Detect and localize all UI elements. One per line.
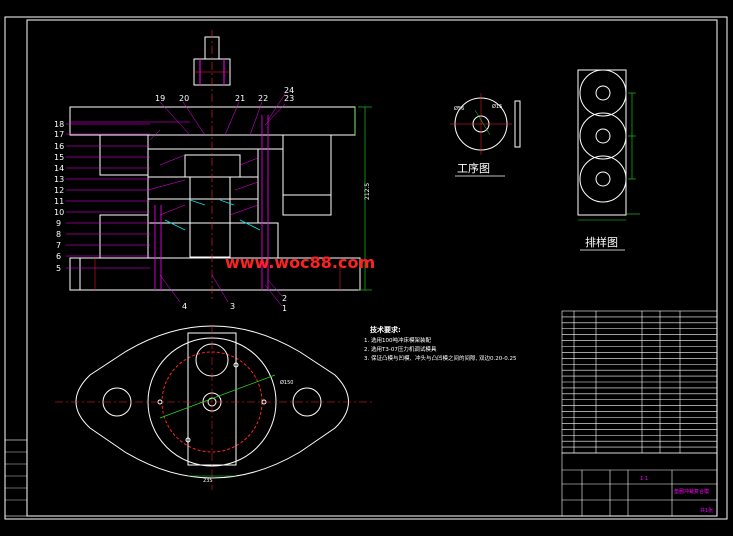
part-no: 1 [282,304,287,313]
part-no: 17 [54,130,64,139]
part-no: 3 [230,302,235,311]
part-no: 11 [54,197,64,206]
title-sheet: 共1张 [700,507,713,514]
plan-view [55,325,372,490]
section-view [66,30,372,307]
part-no: 9 [56,219,61,228]
plan-dia-label: Ø150 [280,379,293,386]
part-no: 16 [54,142,64,151]
process-drawing [450,93,521,177]
part-no: 4 [182,302,187,311]
part-no: 10 [54,208,64,217]
layout-drawing [577,69,640,251]
tech-heading: 技术要求: [370,325,401,334]
inner-frame [26,19,718,517]
tech-item: 3. 保证凸模与凹模、冲头与凸凹模之间的间隙, 双边0.20-0.25 [364,354,517,362]
left-strip [4,439,28,517]
title-block [561,452,718,517]
part-no: 6 [56,252,61,261]
outer-frame [4,16,728,520]
part-no: 14 [54,164,64,173]
parts-list [561,310,718,454]
process-dia-label: Ø56 [454,105,464,112]
process-drawing-title: 工序图 [457,161,490,175]
part-no: 8 [56,230,61,239]
part-no: 12 [54,186,64,195]
title-scale: 1:1 [640,476,648,482]
part-no: 18 [54,120,64,129]
part-no: 5 [56,264,61,273]
watermark: www.woc88.com [225,253,375,272]
part-no: 24 [284,86,294,95]
part-no: 13 [54,175,64,184]
layout-drawing-title: 排样图 [585,235,618,249]
part-no: 21 [235,94,245,103]
part-no: 22 [258,94,268,103]
part-no: 2 [282,294,287,303]
plan-width-label: 235 [203,478,213,484]
part-number-labels: 18 17 16 15 14 13 12 11 10 9 8 7 6 5 19 … [54,86,294,313]
part-no: 20 [179,94,189,103]
tech-requirements: 技术要求: 1. 选用100吨冲床模架装配 2. 选用T3-07压力机调试模具 … [364,325,517,362]
height-dimension: 212.5 [364,183,371,200]
part-no: 7 [56,241,61,250]
tech-item: 1. 选用100吨冲床模架装配 [364,336,431,344]
part-no: 15 [54,153,64,162]
tech-item: 2. 选用T3-07压力机调试模具 [364,345,437,353]
part-no: 23 [284,94,294,103]
title-drawing-name: 垫圈冲裁复合模 [674,488,709,495]
process-inner-label: Ø15 [492,103,502,110]
part-no: 19 [155,94,165,103]
